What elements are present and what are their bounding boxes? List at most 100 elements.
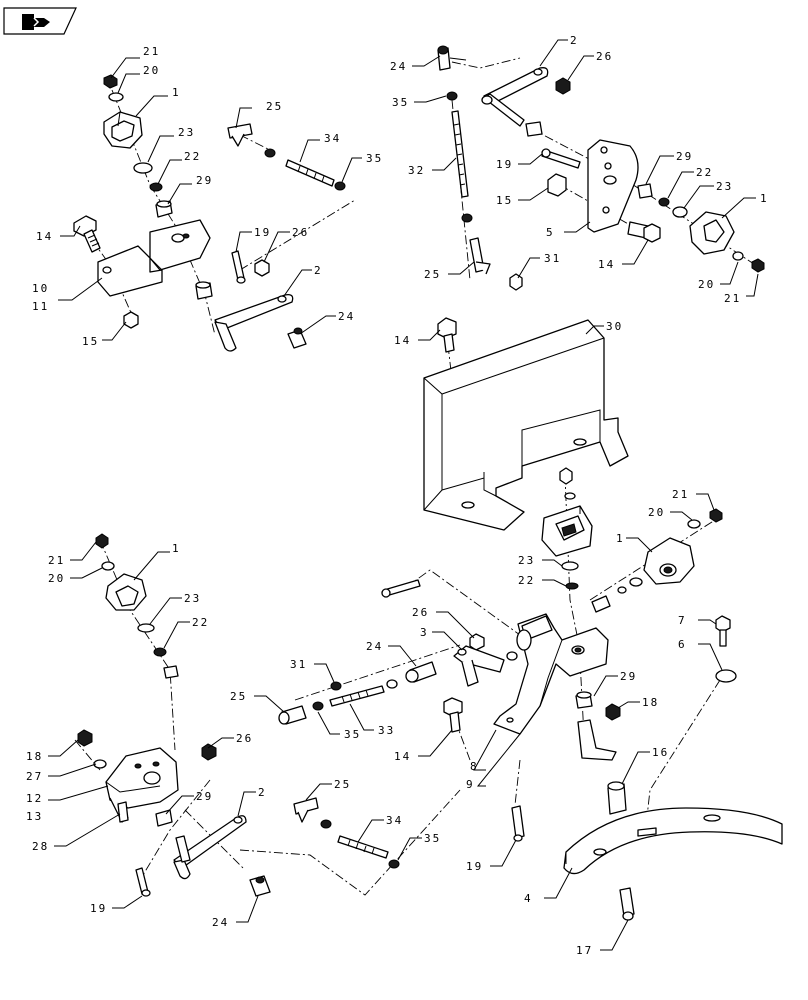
callout-21-d: 21 xyxy=(48,554,65,567)
callout-26-b: 26 xyxy=(596,50,613,63)
assembly-top-left xyxy=(73,74,346,352)
callout-24-c: 24 xyxy=(366,640,383,653)
callout-7: 7 xyxy=(678,614,687,627)
part-knob-middle xyxy=(643,537,695,585)
callout-29-d: 29 xyxy=(196,790,213,803)
callout-34-a: 34 xyxy=(324,132,341,145)
callout-4: 4 xyxy=(524,892,533,905)
part-knob xyxy=(103,111,143,149)
part-knob-bottom-left xyxy=(105,573,147,611)
callout-26-c: 26 xyxy=(412,606,429,619)
callout-15-a: 15 xyxy=(82,335,99,348)
part-arm-3 xyxy=(453,645,505,687)
callout-14-b: 14 xyxy=(598,258,615,271)
assembly-bottom-left xyxy=(77,533,271,897)
callout-21-b: 21 xyxy=(724,292,741,305)
callout-35-a: 35 xyxy=(366,152,383,165)
callout-20-c: 20 xyxy=(648,506,665,519)
callout-2-a: 2 xyxy=(314,264,323,277)
callout-6: 6 xyxy=(678,638,687,651)
center-lines xyxy=(74,57,761,896)
callout-22-d: 22 xyxy=(192,616,209,629)
callout-15-b: 15 xyxy=(496,194,513,207)
callout-26-a: 26 xyxy=(292,226,309,239)
part-plate-5 xyxy=(587,139,639,233)
callout-1-d: 1 xyxy=(172,542,181,555)
callout-30: 30 xyxy=(606,320,623,333)
callout-29-a: 29 xyxy=(196,174,213,187)
callout-3: 3 xyxy=(420,626,429,639)
callout-35-b: 35 xyxy=(392,96,409,109)
callout-29-c: 29 xyxy=(620,670,637,683)
callout-17: 17 xyxy=(576,944,593,957)
callout-19-c: 19 xyxy=(466,860,483,873)
callout-1-c: 1 xyxy=(616,532,625,545)
part-bracket-8-9 xyxy=(493,613,609,735)
assembly-top-right xyxy=(437,45,765,291)
callout-23-d: 23 xyxy=(184,592,201,605)
part-bracket-10-11 xyxy=(97,219,211,297)
assembly-middle xyxy=(381,467,783,921)
callout-14-d: 14 xyxy=(394,750,411,763)
callout-16: 16 xyxy=(652,746,669,759)
callout-20-b: 20 xyxy=(698,278,715,291)
part-bolt-14-top-right xyxy=(627,221,661,243)
part-arc-plate-4 xyxy=(563,807,783,875)
callouts: 21 20 1 23 22 29 14 10 11 15 25 34 35 19… xyxy=(26,34,769,957)
callout-31-b: 31 xyxy=(290,658,307,671)
part-rod-end-25-top xyxy=(227,123,253,147)
part-lever-2-bottom-left xyxy=(173,815,247,880)
callout-19-a: 19 xyxy=(254,226,271,239)
assembly-linkage-middle xyxy=(278,679,400,869)
callout-20-d: 20 xyxy=(48,572,65,585)
book-arrow-icon xyxy=(22,14,50,30)
callout-21-a: 21 xyxy=(143,45,160,58)
callout-29-b: 29 xyxy=(676,150,693,163)
callout-23-a: 23 xyxy=(178,126,195,139)
callout-11: 11 xyxy=(32,300,49,313)
callout-19-d: 19 xyxy=(90,902,107,915)
callout-14-a: 14 xyxy=(36,230,53,243)
callout-1-b: 1 xyxy=(760,192,769,205)
callout-5: 5 xyxy=(546,226,555,239)
callout-33: 33 xyxy=(378,724,395,737)
callout-35-d: 35 xyxy=(424,832,441,845)
part-lever-2-top-right xyxy=(481,67,549,127)
callout-22-a: 22 xyxy=(184,150,201,163)
callout-18-a: 18 xyxy=(642,696,659,709)
callout-14-c: 14 xyxy=(394,334,411,347)
callout-32: 32 xyxy=(408,164,425,177)
callout-10: 10 xyxy=(32,282,49,295)
part-cover-30 xyxy=(423,317,629,531)
callout-25-a: 25 xyxy=(266,100,283,113)
part-knob-top-right xyxy=(689,211,735,255)
callout-8: 8 xyxy=(470,760,479,773)
callout-9: 9 xyxy=(466,778,475,791)
callout-26-d: 26 xyxy=(236,732,253,745)
part-sensor-housing xyxy=(541,505,593,557)
callout-2-b: 2 xyxy=(570,34,579,47)
callout-1-a: 1 xyxy=(172,86,181,99)
callout-23-c: 23 xyxy=(518,554,535,567)
callout-20-a: 20 xyxy=(143,64,160,77)
callout-25-b: 25 xyxy=(424,268,441,281)
callout-12: 12 xyxy=(26,792,43,805)
callout-22-c: 22 xyxy=(518,574,535,587)
callout-22-b: 22 xyxy=(696,166,713,179)
callout-13: 13 xyxy=(26,810,43,823)
callout-25-d: 25 xyxy=(334,778,351,791)
catalog-badge[interactable] xyxy=(3,7,77,35)
callout-19-b: 19 xyxy=(496,158,513,171)
callout-25-c: 25 xyxy=(230,690,247,703)
callout-31-a: 31 xyxy=(544,252,561,265)
part-bolt-14 xyxy=(73,215,101,253)
callout-24-b: 24 xyxy=(390,60,407,73)
callout-18-b: 18 xyxy=(26,750,43,763)
callout-35-c: 35 xyxy=(344,728,361,741)
part-nut xyxy=(103,74,118,89)
callout-27: 27 xyxy=(26,770,43,783)
callout-28: 28 xyxy=(32,840,49,853)
callout-2-c: 2 xyxy=(258,786,267,799)
callout-24-a: 24 xyxy=(338,310,355,323)
